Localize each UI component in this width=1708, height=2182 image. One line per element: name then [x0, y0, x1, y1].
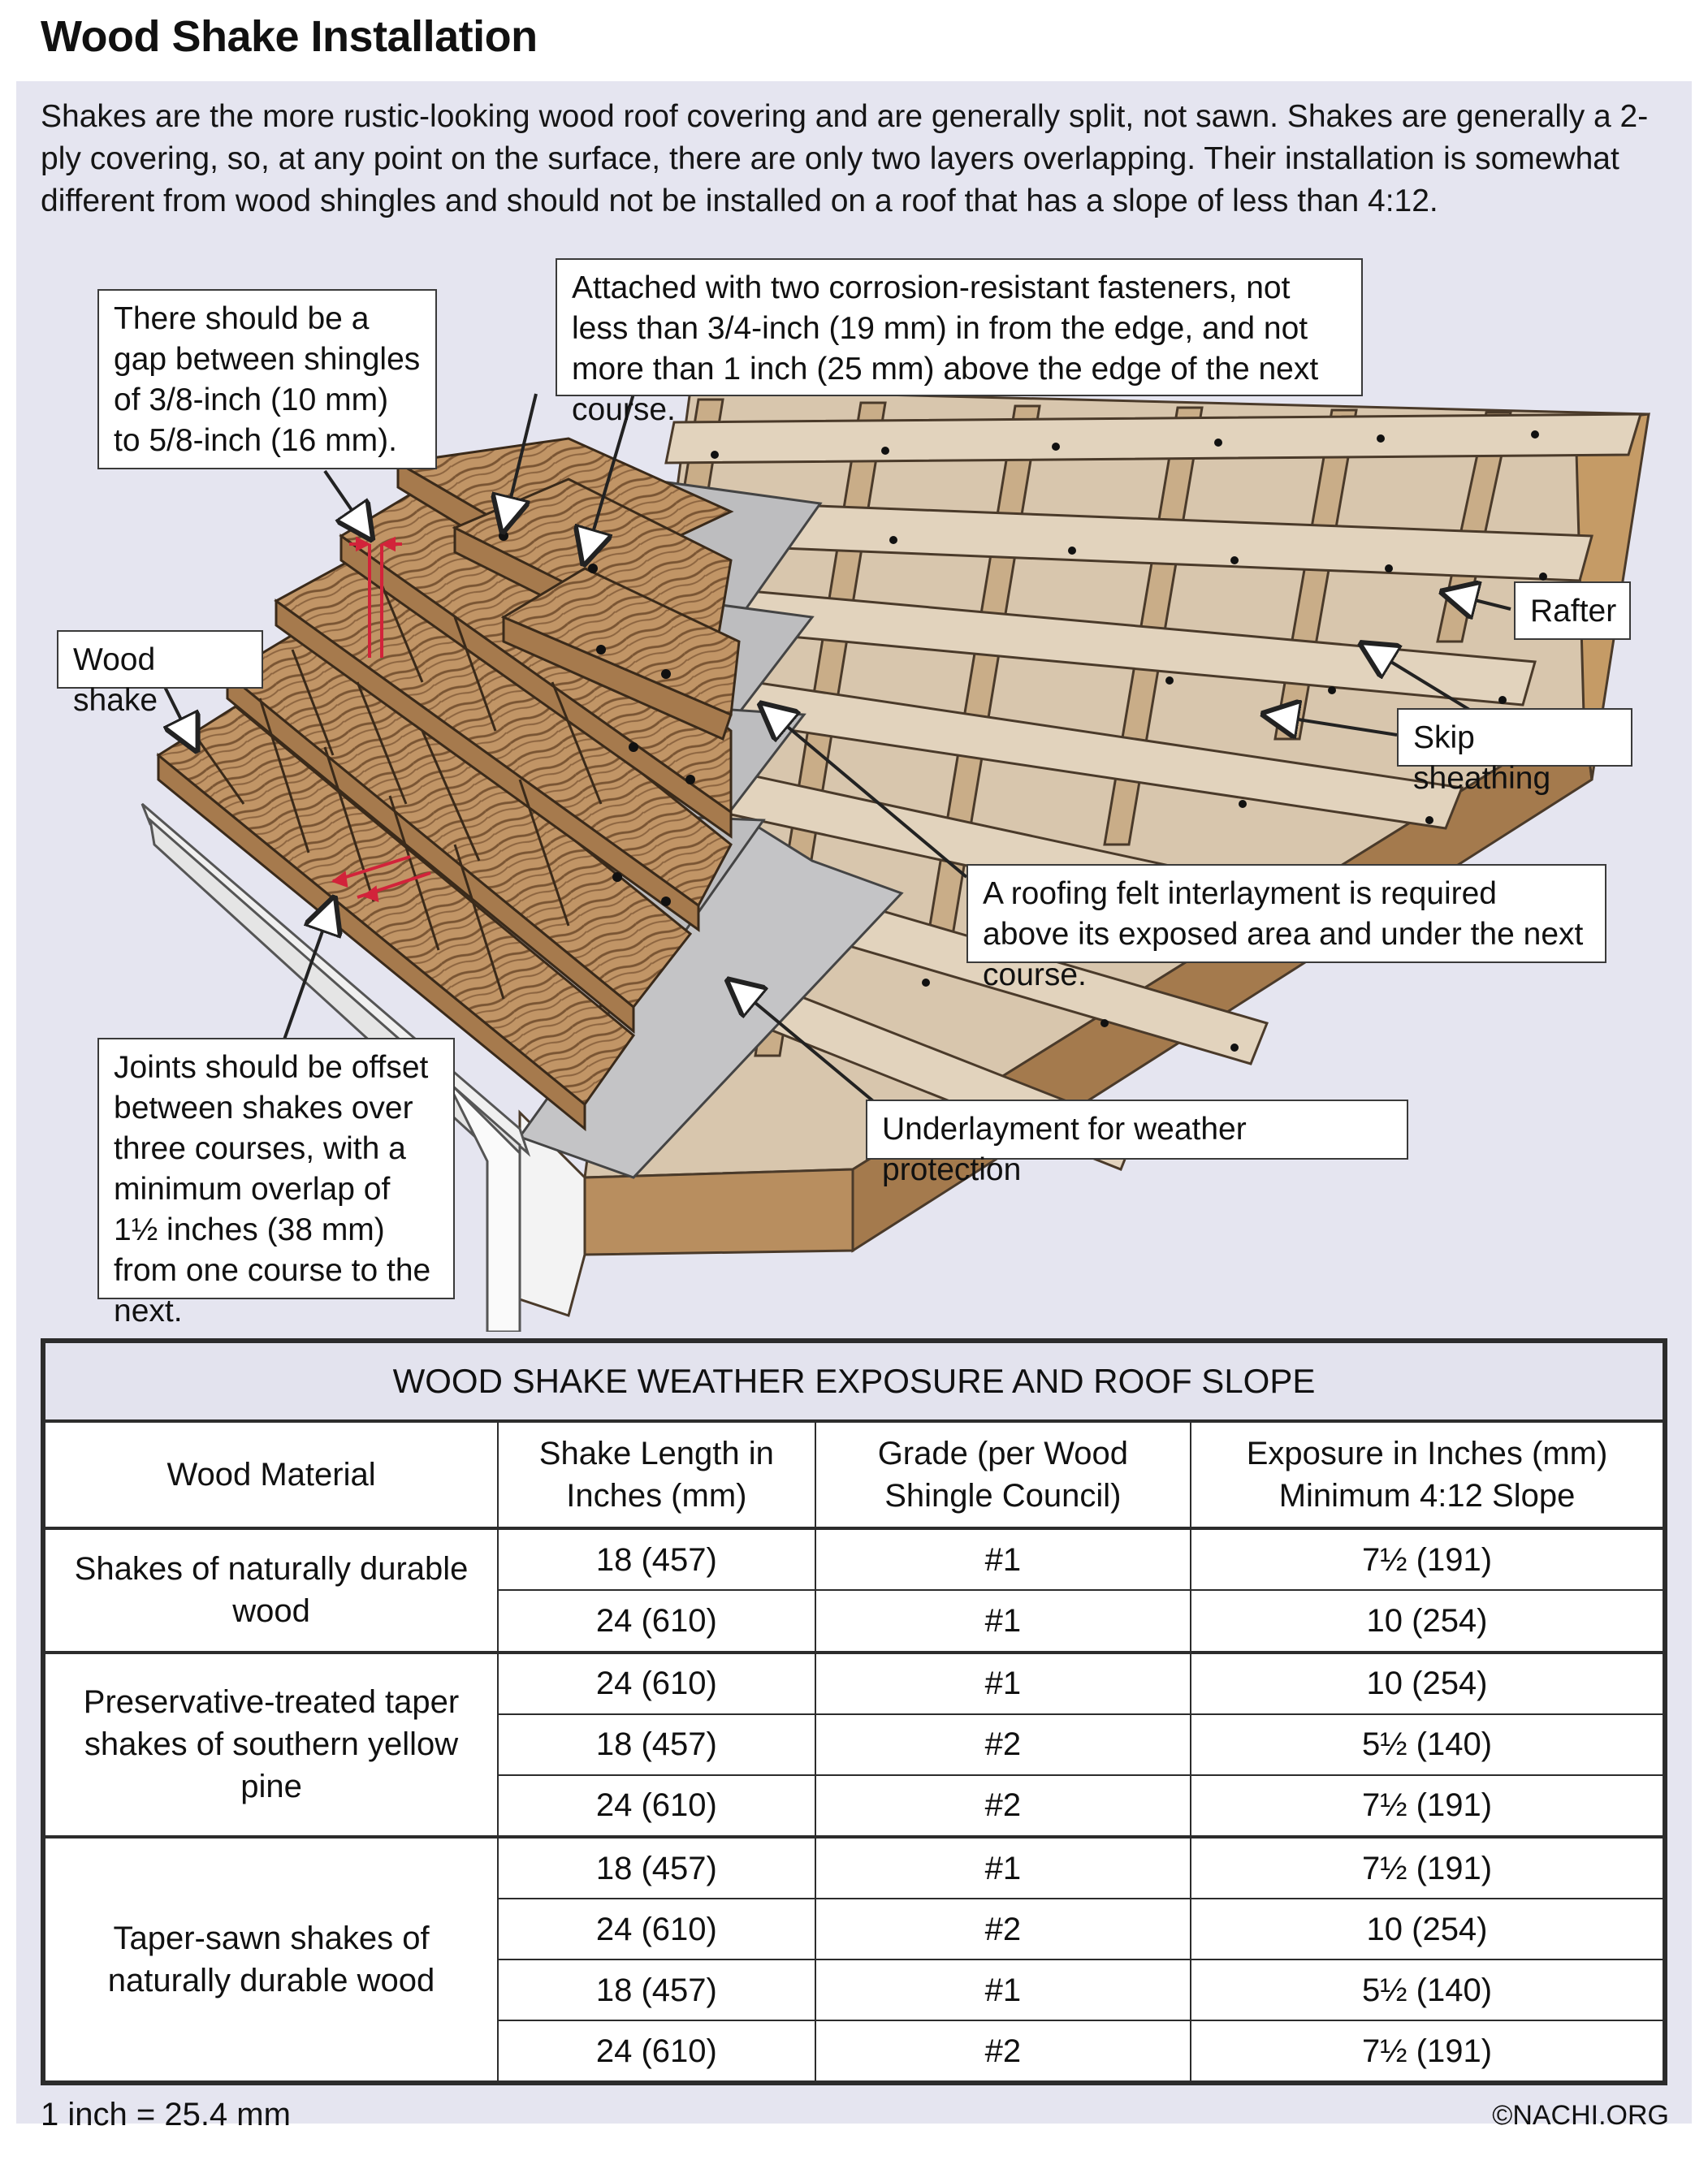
overlap-indicator [331, 855, 431, 902]
exposure-cell: 7½ (191) [1190, 1774, 1664, 1839]
rafter-label: Rafter [1530, 594, 1617, 629]
wood-shake-callout: Wood shake [57, 630, 263, 718]
underlayment-callout: Underlayment for weather protection [866, 1100, 1408, 1187]
page-title: Wood Shake Installation [41, 12, 538, 61]
felt-callout-text: A roofing felt interlayment is required … [983, 876, 1584, 992]
length-cell: 24 (610) [497, 1589, 816, 1654]
grade-cell: #2 [814, 1898, 1192, 1961]
grade-cell: #2 [814, 1774, 1192, 1839]
table-row: 18 (457) #1 5½ (140) [45, 1959, 1664, 2022]
length-cell: 24 (610) [497, 1898, 816, 1961]
joints-callout: Joints should be offset between shakes o… [97, 1038, 455, 1329]
fasteners-callout-text: Attached with two corrosion-resistant fa… [572, 270, 1319, 427]
leader-arrows [161, 393, 1512, 1106]
table-row: Shakes of naturally durable wood 18 (457… [43, 1527, 1664, 1654]
conversion-note: 1 inch = 25.4 mm [41, 2097, 291, 2132]
length-cell: 24 (610) [497, 1774, 816, 1839]
copyright: ©NACHI.ORG [1492, 2100, 1669, 2131]
joints-callout-text: Joints should be offset between shakes o… [114, 1050, 431, 1329]
table-row: Preservative-treated taper shakes of sou… [43, 1651, 1664, 1839]
table-row: 24 (610) #2 7½ (191) [45, 2020, 1664, 2082]
gap-callout: There should be a gap between shingles o… [97, 289, 437, 469]
skip-sheathing-label: Skip sheathing [1413, 720, 1551, 796]
fasteners-callout: Attached with two corrosion-resistant fa… [556, 258, 1363, 427]
length-cell: 18 (457) [497, 1959, 816, 2022]
length-cell: 18 (457) [497, 1836, 816, 1900]
table-row: 24 (610) #2 10 (254) [45, 1898, 1664, 1961]
exposure-cell: 10 (254) [1190, 1898, 1664, 1961]
table-caption: WOOD SHAKE WEATHER EXPOSURE AND ROOF SLO… [44, 1342, 1664, 1423]
felt-callout: A roofing felt interlayment is required … [966, 864, 1606, 992]
exposure-cell: 7½ (191) [1190, 1836, 1664, 1900]
table-row: 18 (457) #2 5½ (140) [45, 1713, 1664, 1776]
shake-joints [193, 584, 603, 1000]
table-header: Grade (per Wood Shingle Council) [814, 1420, 1192, 1530]
table-header: Exposure in Inches (mm) Minimum 4:12 Slo… [1190, 1420, 1664, 1530]
table-row: 24 (610) #1 10 (254) [45, 1589, 1664, 1654]
grade-cell: #1 [814, 1527, 1192, 1592]
table-row: Taper-sawn shakes of naturally durable w… [43, 1836, 1664, 2082]
length-cell: 24 (610) [497, 2020, 816, 2082]
grade-cell: #1 [814, 1651, 1192, 1715]
material-cell: Preservative-treated taper shakes of sou… [43, 1651, 499, 1839]
grade-cell: #2 [814, 2020, 1192, 2082]
grade-cell: #1 [814, 1836, 1192, 1900]
wood-shake-label: Wood shake [73, 642, 158, 718]
exposure-cell: 7½ (191) [1190, 1527, 1664, 1592]
material-cell: Shakes of naturally durable wood [43, 1527, 499, 1654]
table-row: 24 (610) #2 7½ (191) [45, 1774, 1664, 1839]
exposure-cell: 5½ (140) [1190, 1713, 1664, 1776]
grade-cell: #1 [814, 1589, 1192, 1654]
exposure-cell: 10 (254) [1190, 1651, 1664, 1715]
gap-callout-text: There should be a gap between shingles o… [114, 301, 421, 458]
length-cell: 18 (457) [497, 1713, 816, 1776]
length-cell: 18 (457) [497, 1527, 816, 1592]
intro-paragraph: Shakes are the more rustic-looking wood … [41, 99, 1649, 218]
material-cell: Taper-sawn shakes of naturally durable w… [43, 1836, 499, 2082]
table-header: Wood Material [43, 1420, 499, 1530]
grade-cell: #1 [814, 1959, 1192, 2022]
length-cell: 24 (610) [497, 1651, 816, 1715]
exposure-table: WOOD SHAKE WEATHER EXPOSURE AND ROOF SLO… [41, 1338, 1667, 2085]
roof-illustration [141, 388, 1650, 1332]
exposure-cell: 7½ (191) [1190, 2020, 1664, 2082]
exposure-cell: 5½ (140) [1190, 1959, 1664, 2022]
rafter-callout: Rafter [1514, 581, 1631, 640]
table-header: Shake Length in Inches (mm) [497, 1420, 816, 1530]
skip-sheathing-callout: Skip sheathing [1397, 708, 1632, 796]
grade-cell: #2 [814, 1713, 1192, 1776]
underlayment-label: Underlayment for weather protection [882, 1112, 1247, 1187]
exposure-cell: 10 (254) [1190, 1589, 1664, 1654]
